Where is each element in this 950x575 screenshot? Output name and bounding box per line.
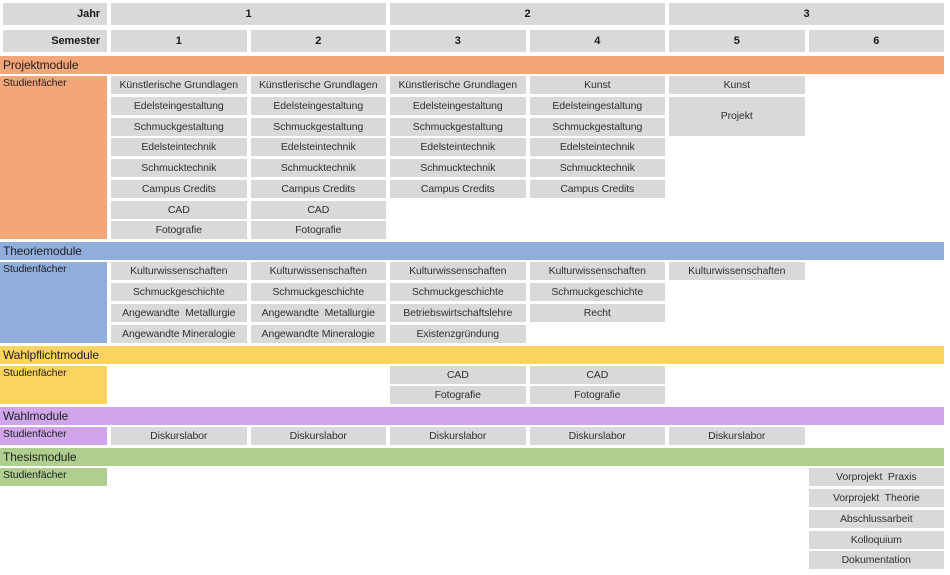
course-cell: Diskurslabor (250, 427, 386, 446)
section-band-wahlpflichtmodule: Wahlpflichtmodule (0, 345, 944, 364)
course-cell: Kulturwissenschaften (390, 262, 526, 281)
semester-cell-1: 1 (111, 30, 247, 52)
course-cell: Schmucktechnik (111, 159, 247, 177)
row-filler (809, 427, 945, 445)
semester-cell-3: 3 (390, 30, 526, 52)
course-cell: Edelsteintechnik (390, 138, 526, 157)
course-cell: Schmuckgeschichte (529, 283, 665, 301)
course-cell: Existenzgründung (390, 324, 526, 343)
course-cell: Edelsteingestaltung (529, 96, 665, 115)
row-filler (809, 551, 945, 569)
course-cell: CAD (250, 200, 386, 219)
studienfaecher-label-thesismodule: Studienfächer (0, 468, 107, 487)
year-cell-3: 3 (669, 3, 944, 25)
course-cell: Campus Credits (390, 179, 526, 198)
course-cell: Schmuckgeschichte (111, 283, 247, 301)
course-cell: Betriebswirtschaftslehre (390, 303, 526, 322)
course-cell: Schmucktechnik (390, 159, 526, 177)
course-cell: Fotografie (250, 221, 386, 240)
semester-cell-2: 2 (250, 30, 386, 52)
course-cell: Kulturwissenschaften (529, 262, 665, 281)
semester-cell-4: 4 (529, 30, 665, 52)
course-cell: Fotografie (111, 221, 247, 240)
course-cell: Diskurslabor (390, 427, 526, 446)
course-cell: Campus Credits (111, 179, 247, 198)
course-cell: Diskurslabor (111, 427, 247, 446)
semester-cell-5: 5 (669, 30, 805, 52)
section-band-projektmodule: Projektmodule (0, 56, 944, 74)
course-cell: Schmuckgeschichte (250, 283, 386, 301)
course-cell: Campus Credits (250, 179, 386, 198)
year-cell-2: 2 (390, 3, 665, 25)
course-cell: Schmuckgeschichte (390, 283, 526, 301)
course-cell: Vorprojekt Praxis (808, 468, 944, 487)
course-cell: Schmuckgestaltung (250, 117, 386, 136)
course-cell: Schmucktechnik (250, 159, 386, 177)
course-cell: Angewandte Mineralogie (111, 324, 247, 343)
studienfaecher-label-projektmodule: Studienfächer (0, 76, 107, 240)
course-cell: Edelsteingestaltung (111, 96, 247, 115)
course-cell: Edelsteingestaltung (390, 96, 526, 115)
course-cell: Schmuckgestaltung (111, 117, 247, 136)
course-cell: Projekt (669, 96, 805, 136)
course-cell: Schmuckgestaltung (529, 117, 665, 136)
course-cell: Kunst (669, 76, 805, 94)
course-cell: Fotografie (390, 386, 526, 405)
course-cell: Künstlerische Grundlagen (250, 76, 386, 94)
studienfaecher-label-theoriemodule: Studienfächer (0, 262, 107, 343)
course-cell: Angewandte Metallurgie (111, 303, 247, 322)
year-row-label: Jahr (3, 3, 107, 25)
row-filler (809, 221, 945, 239)
course-cell: Edelsteingestaltung (250, 96, 386, 115)
course-cell: Dokumentation (808, 551, 944, 570)
course-cell: Vorprojekt Theorie (808, 489, 944, 507)
course-cell: Kunst (529, 76, 665, 94)
course-cell: Abschlussarbeit (808, 509, 944, 528)
course-cell: CAD (529, 365, 665, 384)
course-cell: Edelsteintechnik (250, 138, 386, 157)
course-cell: CAD (390, 365, 526, 384)
semester-cell-6: 6 (808, 30, 944, 52)
course-cell: CAD (111, 200, 247, 219)
studienfaecher-label-wahlmodule: Studienfächer (0, 427, 107, 446)
course-cell: Fotografie (529, 386, 665, 405)
course-cell: Künstlerische Grundlagen (111, 76, 247, 94)
course-cell: Campus Credits (529, 179, 665, 198)
course-cell: Kolloquium (808, 530, 944, 549)
course-cell: Edelsteintechnik (529, 138, 665, 157)
course-cell: Kulturwissenschaften (250, 262, 386, 281)
course-cell: Schmuckgestaltung (390, 117, 526, 136)
course-cell: Edelsteintechnik (111, 138, 247, 157)
section-band-wahlmodule: Wahlmodule (0, 407, 944, 426)
course-cell: Angewandte Mineralogie (250, 324, 386, 343)
course-cell: Angewandte Metallurgie (250, 303, 386, 322)
course-cell: Kulturwissenschaften (111, 262, 247, 281)
row-filler (809, 325, 945, 343)
year-cell-1: 1 (111, 3, 386, 25)
section-band-theoriemodule: Theoriemodule (0, 242, 944, 261)
course-cell: Kulturwissenschaften (669, 262, 805, 281)
course-cell: Recht (529, 303, 665, 322)
course-cell: Diskurslabor (529, 427, 665, 446)
studienfaecher-label-wahlpflichtmodule: Studienfächer (0, 365, 107, 405)
course-cell: Diskurslabor (669, 427, 805, 446)
section-band-thesismodule: Thesismodule (0, 448, 944, 467)
course-cell: Künstlerische Grundlagen (390, 76, 526, 94)
row-filler (809, 386, 945, 404)
course-cell: Schmucktechnik (529, 159, 665, 177)
semester-row-label: Semester (3, 30, 107, 52)
